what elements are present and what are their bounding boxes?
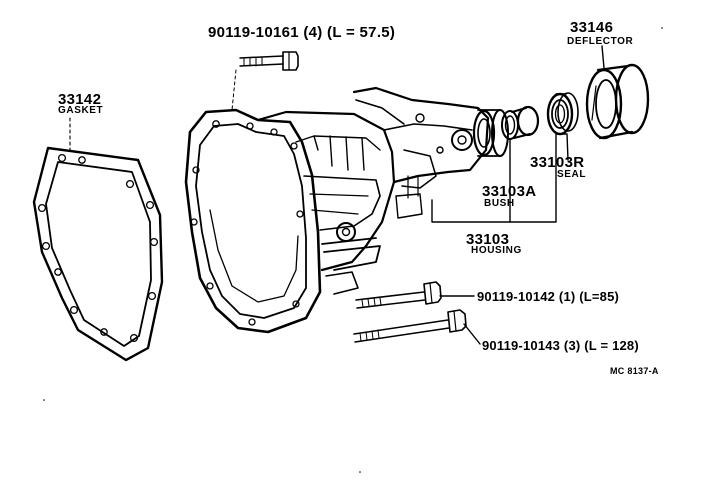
top-bolt-drawing bbox=[231, 51, 299, 111]
housing-part-number: 33103 bbox=[466, 231, 510, 248]
middle-bolt-label: 90119-10142 (1) (L=85) bbox=[477, 289, 620, 304]
bush-name: BUSH bbox=[484, 198, 515, 209]
bush-part-number: 33103A bbox=[482, 183, 537, 200]
top-bolt-label: 90119-10161 (4) (L = 57.5) bbox=[208, 24, 396, 41]
housing-name: HOUSING bbox=[471, 245, 522, 256]
lower-bolt-label: 90119-10143 (3) (L = 128) bbox=[482, 338, 639, 353]
seal-part-number: 33103R bbox=[530, 154, 585, 171]
gasket-part-number: 33142 bbox=[58, 91, 102, 108]
drawing-code: MC 8137-A bbox=[610, 366, 659, 376]
deflector-name: DEFLECTOR bbox=[567, 36, 634, 47]
housing-drawing bbox=[184, 86, 509, 334]
bush-drawing bbox=[501, 105, 540, 140]
leader-lines bbox=[431, 45, 605, 345]
seal-drawing bbox=[546, 92, 579, 136]
gasket-name: GASKET bbox=[58, 105, 104, 116]
middle-bolt-drawing bbox=[355, 281, 442, 309]
seal-name: SEAL bbox=[557, 169, 587, 180]
gasket-drawing bbox=[32, 117, 164, 362]
deflector-part-number: 33146 bbox=[570, 19, 614, 36]
lower-bolt-drawing bbox=[353, 309, 467, 343]
deflector-drawing bbox=[585, 63, 650, 140]
